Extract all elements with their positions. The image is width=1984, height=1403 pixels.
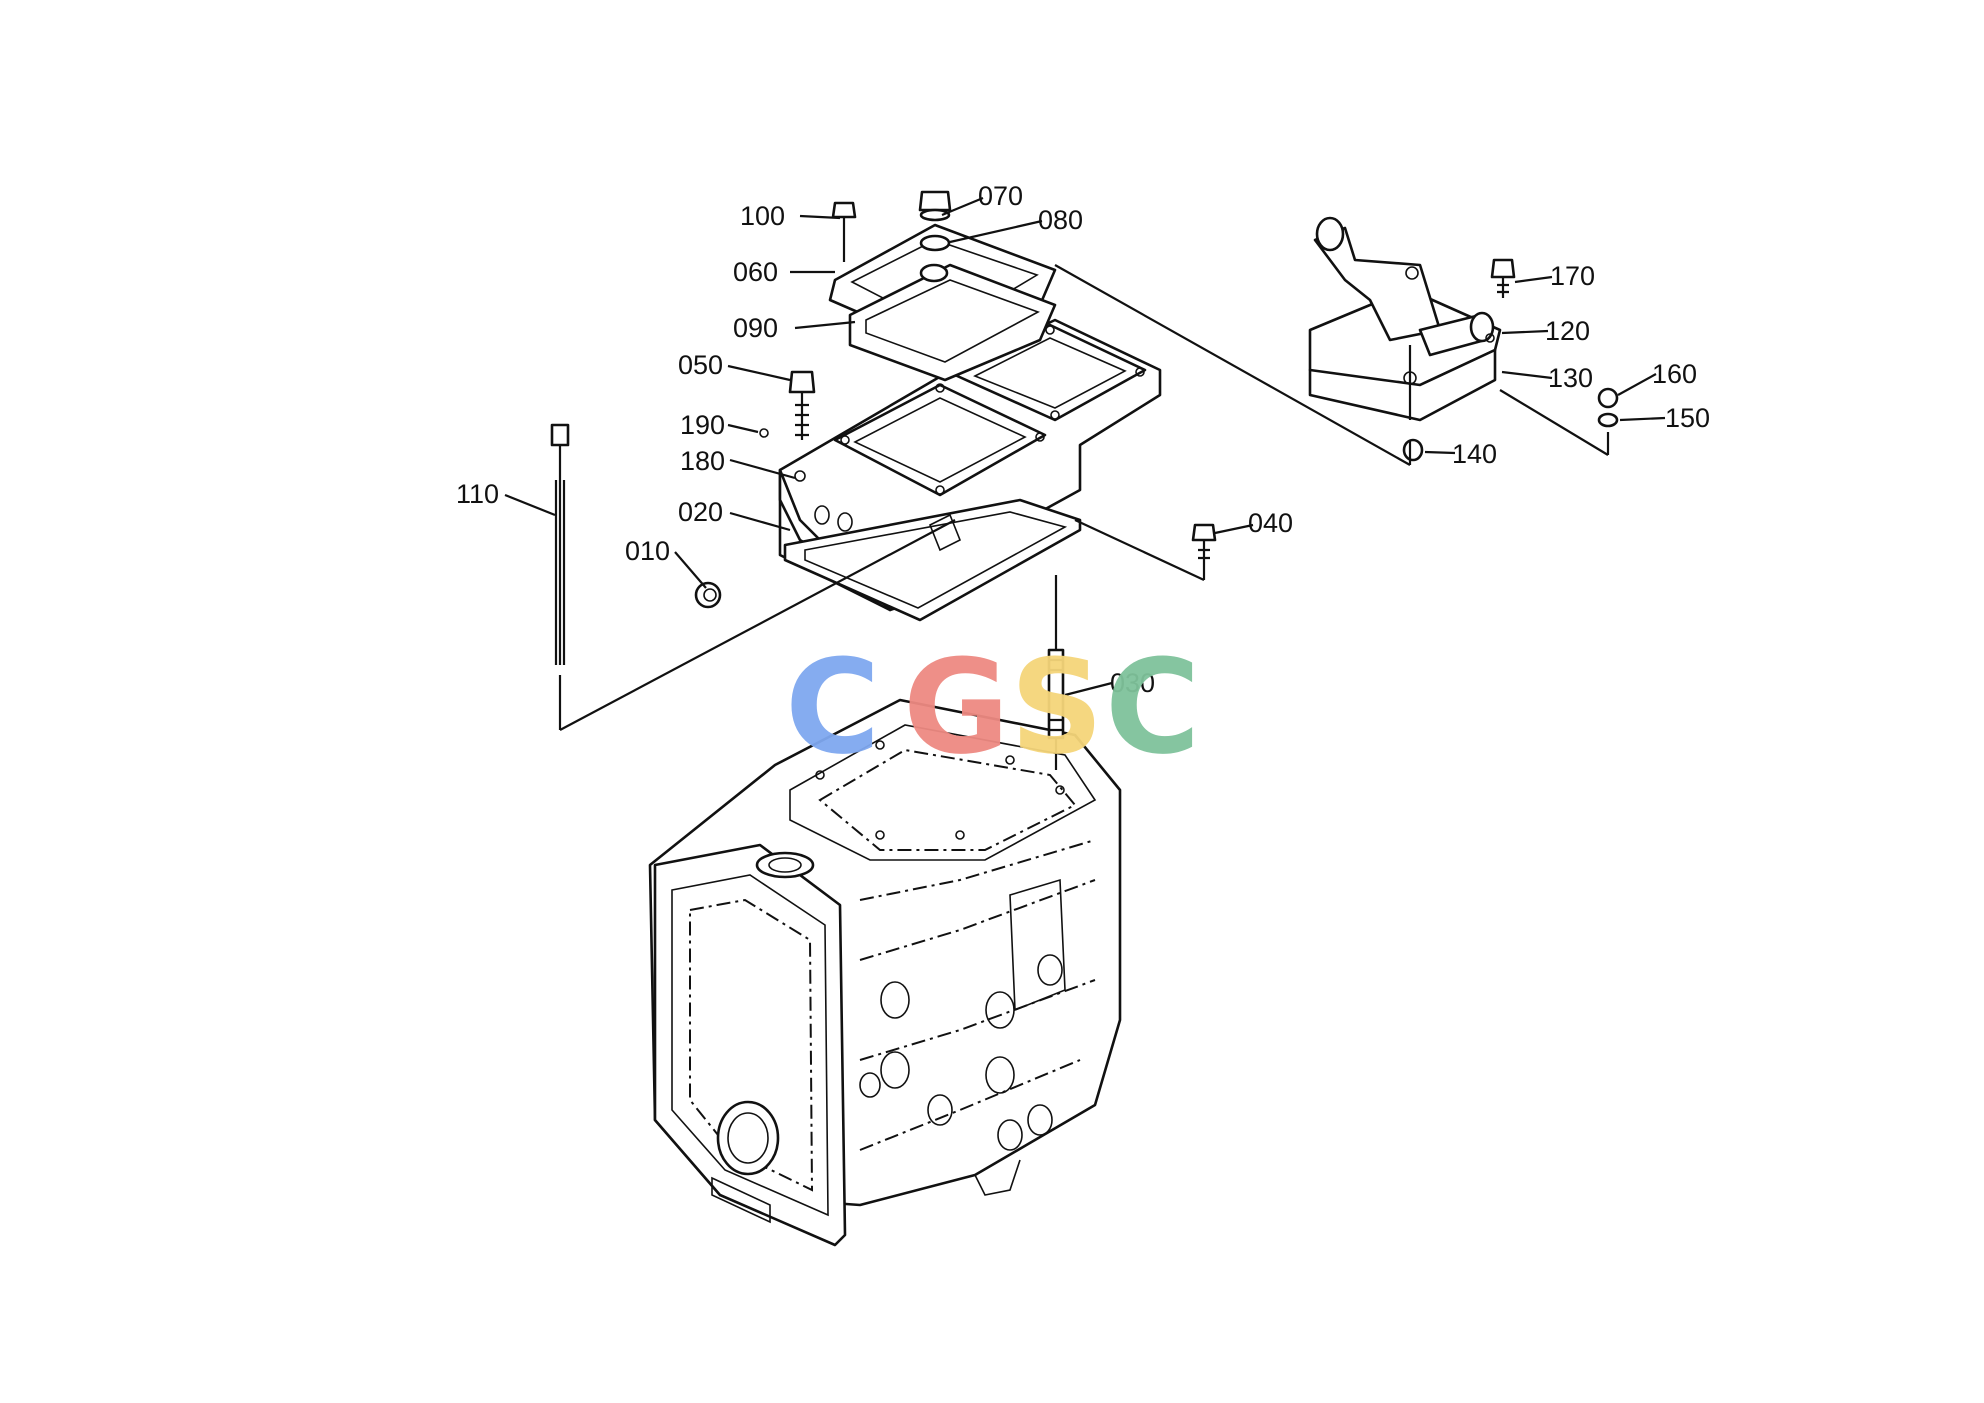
watermark-logo: C G S C	[785, 631, 1200, 783]
callout-140: 140	[1452, 439, 1497, 469]
small-parts	[550, 190, 1619, 740]
watermark-letter-c2: C	[1105, 631, 1200, 783]
callout-180: 180	[680, 446, 725, 476]
callout-150: 150	[1665, 403, 1710, 433]
callout-190: 190	[680, 410, 725, 440]
callout-080: 080	[1038, 205, 1083, 235]
callout-110: 110	[456, 479, 499, 509]
callout-050: 050	[678, 350, 723, 380]
watermark-letter-c1: C	[785, 631, 880, 783]
callout-160: 160	[1652, 359, 1697, 389]
callout-090: 090	[733, 313, 778, 343]
callout-130: 130	[1548, 363, 1593, 393]
callout-120: 120	[1545, 316, 1590, 346]
upper-cover-housing	[778, 318, 1162, 622]
callout-100: 100	[740, 201, 785, 231]
callout-170: 170	[1550, 261, 1595, 291]
callout-060: 060	[733, 257, 778, 287]
callout-030: 030	[1110, 668, 1155, 698]
top-cover-plate	[828, 223, 1057, 382]
callout-070: 070	[978, 181, 1023, 211]
transmission-case	[648, 698, 1122, 1247]
watermark-letter-s: S	[1010, 631, 1104, 783]
callout-040: 040	[1248, 508, 1293, 538]
watermark-letter-g: G	[903, 631, 1010, 783]
leader-lines	[504, 196, 1666, 697]
callout-020: 020	[678, 497, 723, 527]
callout-labels: 010 020 030 040 050 060 070 080 090 100 …	[456, 181, 1710, 698]
breather-housing	[1308, 216, 1502, 422]
callout-010: 010	[625, 536, 670, 566]
assembly-lines	[558, 235, 1610, 770]
